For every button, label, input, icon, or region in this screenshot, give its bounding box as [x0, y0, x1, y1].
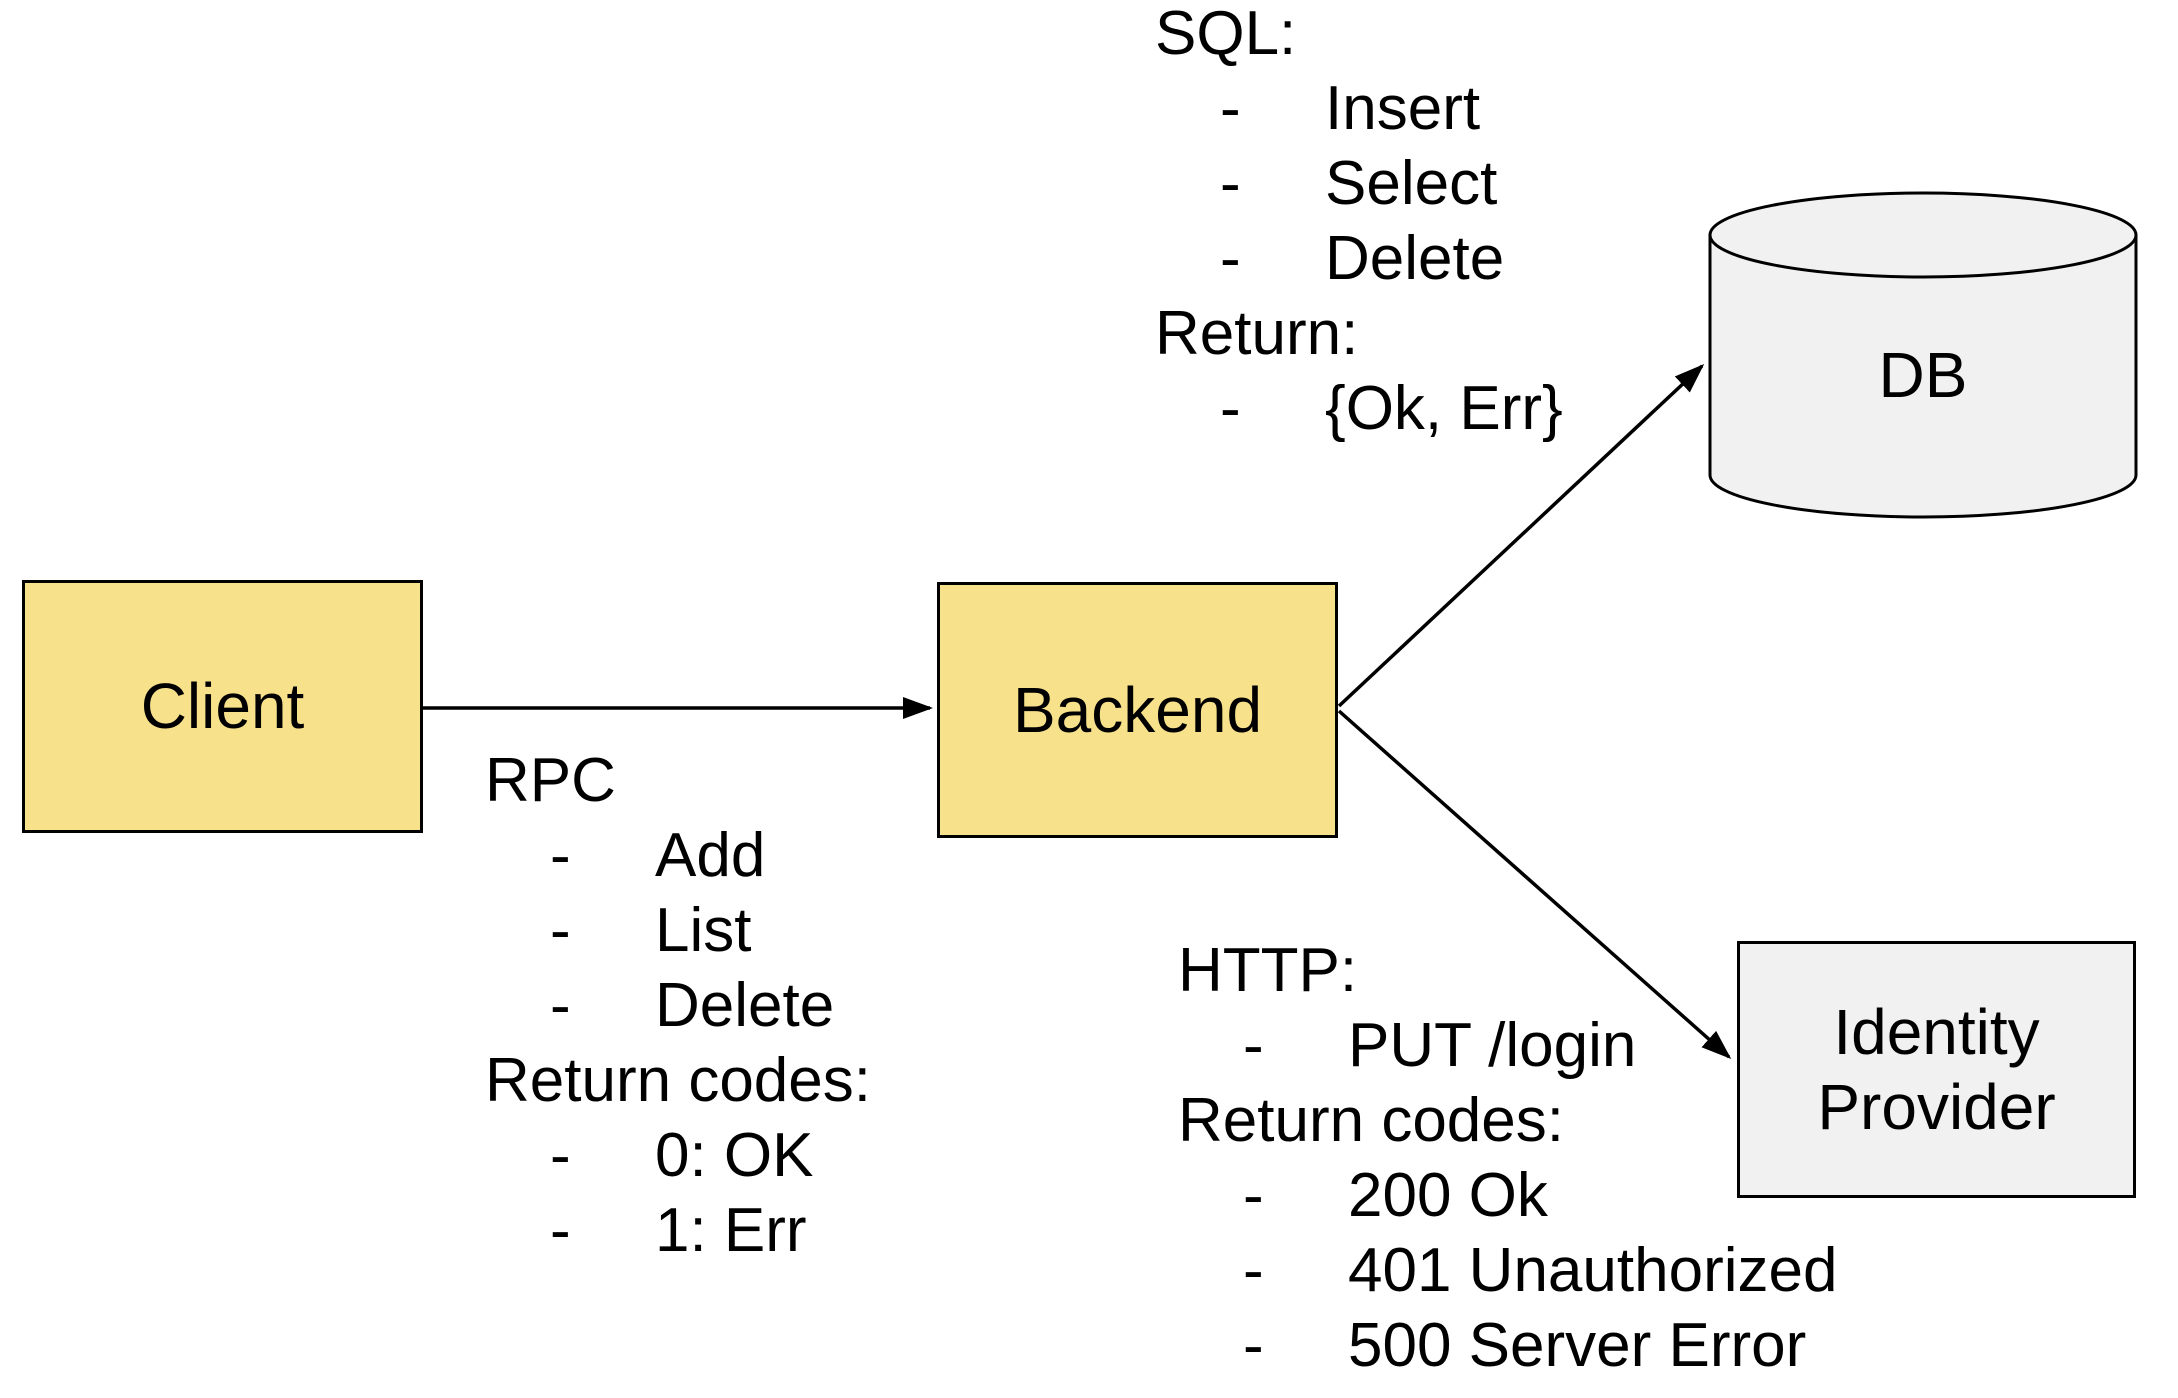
- sql-item-insert: -Insert: [1155, 71, 1563, 146]
- bullet-dash: -: [1220, 74, 1241, 143]
- db-cylinder-shape: [1708, 191, 2138, 519]
- http-return-code-401: -401 Unauthorized: [1178, 1233, 1837, 1308]
- client-node-label: Client: [140, 670, 305, 742]
- bullet-dash: -: [1220, 224, 1241, 293]
- bullet-dash: -: [1243, 1161, 1264, 1230]
- http-return-codes-heading: Return codes:: [1178, 1086, 1564, 1155]
- identity-provider-node: Identity Provider: [1737, 941, 2136, 1198]
- rpc-item-delete: -Delete: [485, 968, 871, 1043]
- rpc-item-list: -List: [485, 893, 871, 968]
- db-cylinder-body: [1708, 191, 2138, 519]
- http-heading: HTTP:: [1178, 936, 1358, 1005]
- bullet-dash: -: [1243, 1011, 1264, 1080]
- http-return-code-200: -200 Ok: [1178, 1158, 1837, 1233]
- rpc-heading: RPC: [485, 746, 616, 815]
- http-item-put-login: -PUT /login: [1178, 1008, 1837, 1083]
- bullet-dash: -: [550, 1196, 571, 1265]
- bullet-dash: -: [1220, 149, 1241, 218]
- sql-item-select: -Select: [1155, 146, 1563, 221]
- identity-provider-label-line1: Identity: [1833, 995, 2040, 1068]
- rpc-return-code-ok: -0: OK: [485, 1118, 871, 1193]
- rpc-annotation: RPC -Add -List -Delete Return codes: -0:…: [485, 743, 871, 1268]
- backend-node-label: Backend: [1012, 673, 1263, 746]
- bullet-dash: -: [1243, 1311, 1264, 1380]
- sql-return-item: -{Ok, Err}: [1155, 371, 1563, 446]
- rpc-item-add: -Add: [485, 818, 871, 893]
- bullet-dash: -: [1243, 1236, 1264, 1305]
- http-annotation: HTTP: -PUT /login Return codes: -200 Ok …: [1178, 933, 1837, 1383]
- bullet-dash: -: [550, 1121, 571, 1190]
- sql-return-heading: Return:: [1155, 299, 1359, 368]
- backend-node: Backend: [937, 582, 1338, 838]
- sql-annotation: SQL: -Insert -Select -Delete Return: -{O…: [1155, 0, 1563, 446]
- arrow-backend-to-identity-provider: [1337, 709, 1732, 1059]
- http-return-code-500: -500 Server Error: [1178, 1308, 1837, 1383]
- bullet-dash: -: [550, 821, 571, 890]
- sql-item-delete: -Delete: [1155, 221, 1563, 296]
- bullet-dash: -: [550, 896, 571, 965]
- client-node: Client: [22, 580, 423, 833]
- db-node-label: DB: [1878, 339, 1968, 411]
- identity-provider-label-line2: Provider: [1817, 1070, 2056, 1143]
- arrow-backend-to-db: [1337, 363, 1705, 708]
- rpc-return-code-err: -1: Err: [485, 1193, 871, 1268]
- bullet-dash: -: [1220, 374, 1241, 443]
- rpc-return-codes-heading: Return codes:: [485, 1046, 871, 1115]
- bullet-dash: -: [550, 971, 571, 1040]
- db-cylinder-top-rim: [1708, 234, 2138, 279]
- sql-heading: SQL:: [1155, 0, 1297, 68]
